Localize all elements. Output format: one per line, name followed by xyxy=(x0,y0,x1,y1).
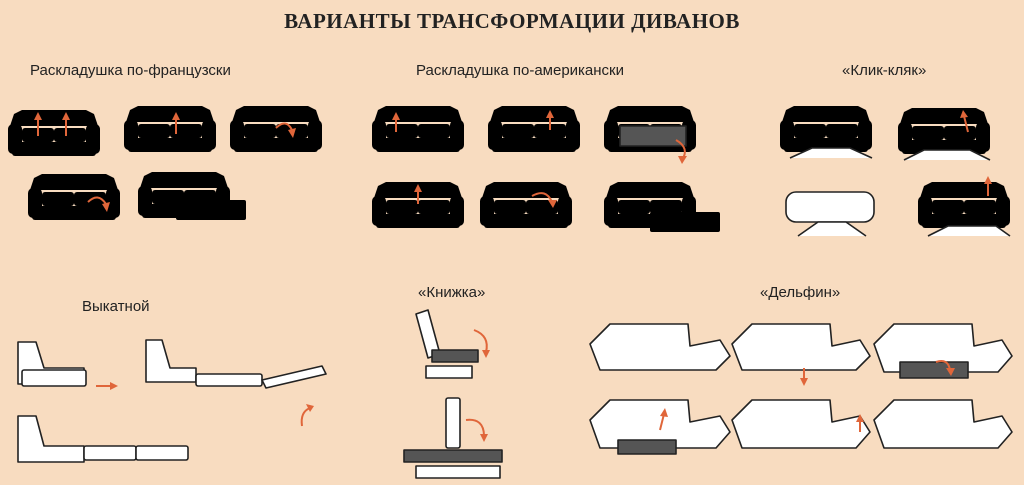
label-french: Раскладушка по-французски xyxy=(30,62,231,79)
american-arrows xyxy=(392,110,687,208)
roll-out-arrows xyxy=(96,382,314,427)
label-american: Раскладушка по-американски xyxy=(416,62,625,79)
label-click-clack: «Клик-кляк» xyxy=(842,62,927,79)
french-illustration xyxy=(8,106,322,230)
roll-out-illustration xyxy=(17,339,327,463)
book-arrows xyxy=(465,329,490,442)
label-dolphin: «Дельфин» xyxy=(760,284,841,301)
click-clack-illustration xyxy=(780,106,1011,237)
click-clack-arrows xyxy=(960,110,992,196)
book-illustration xyxy=(403,309,503,479)
french-arrows xyxy=(34,112,296,212)
label-book: «Книжка» xyxy=(418,284,486,301)
american-illustration xyxy=(372,106,720,242)
dolphin-illustration xyxy=(589,323,1013,455)
dolphin-arrows xyxy=(659,360,955,432)
label-roll-out: Выкатной xyxy=(82,298,150,315)
page-title: ВАРИАНТЫ ТРАНСФОРМАЦИИ ДИВАНОВ xyxy=(284,9,740,33)
